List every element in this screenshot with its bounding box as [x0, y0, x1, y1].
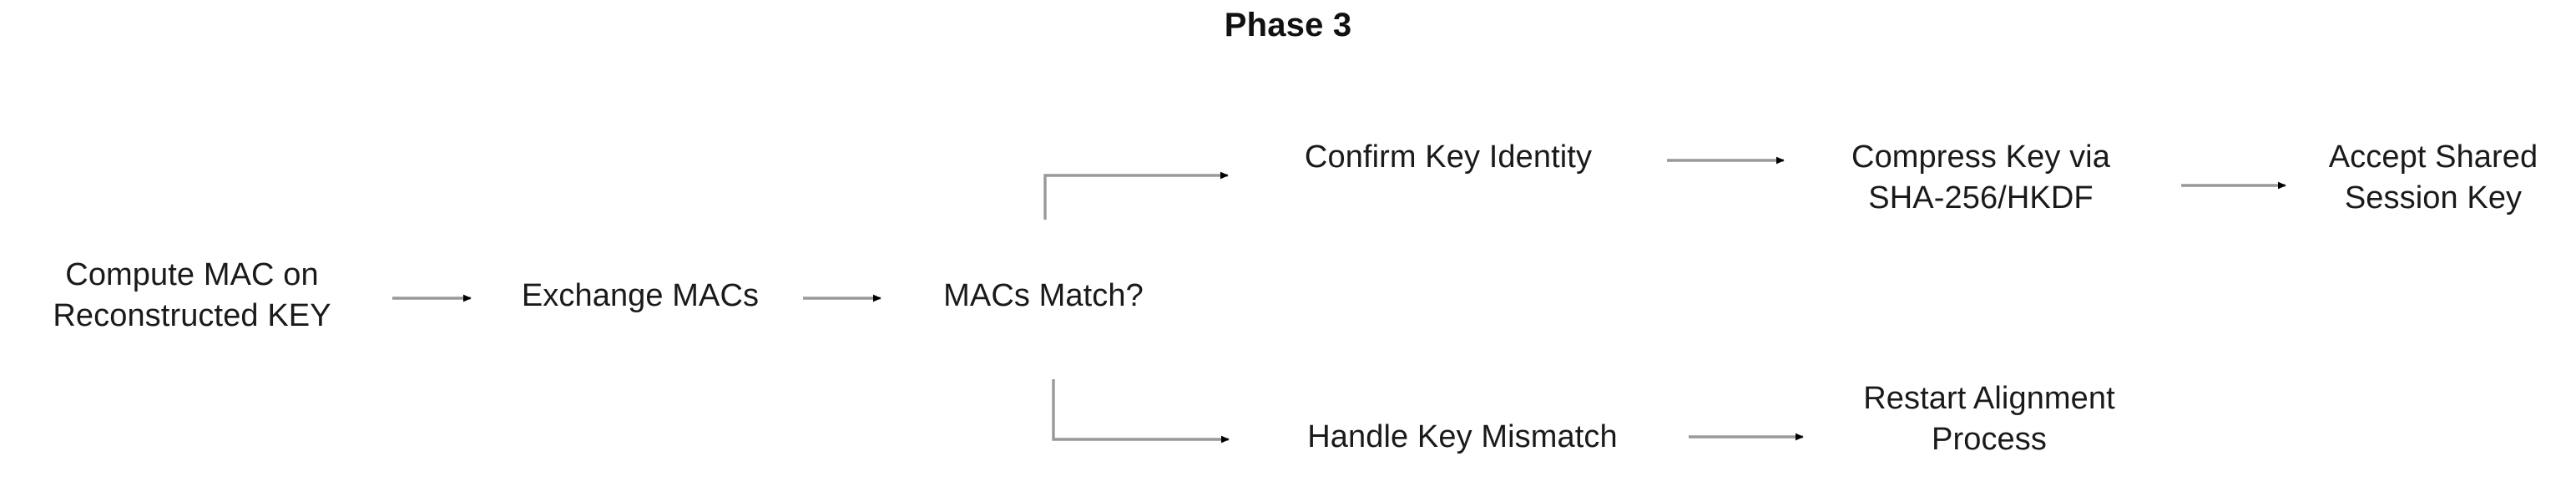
node-compress-key[interactable]: Compress Key via SHA-256/HKDF: [1851, 139, 2110, 216]
node-restart-alignment[interactable]: Restart Alignment Process: [1863, 381, 2115, 457]
page-title: Phase 3: [1224, 7, 1352, 43]
edge-macs-match-to-handle-mismatch: [1052, 379, 1230, 444]
edge-macs-match-to-confirm-key: [1043, 171, 1229, 220]
node-confirm-key[interactable]: Confirm Key Identity: [1304, 139, 1593, 175]
node-compute-mac[interactable]: Compute MAC on Reconstructed KEY: [53, 257, 331, 333]
node-macs-match[interactable]: MACs Match?: [943, 278, 1144, 313]
node-handle-mismatch[interactable]: Handle Key Mismatch: [1307, 419, 1618, 454]
node-accept-shared-key[interactable]: Accept Shared Session Key: [2328, 139, 2538, 216]
node-exchange-macs[interactable]: Exchange MACs: [521, 278, 760, 313]
